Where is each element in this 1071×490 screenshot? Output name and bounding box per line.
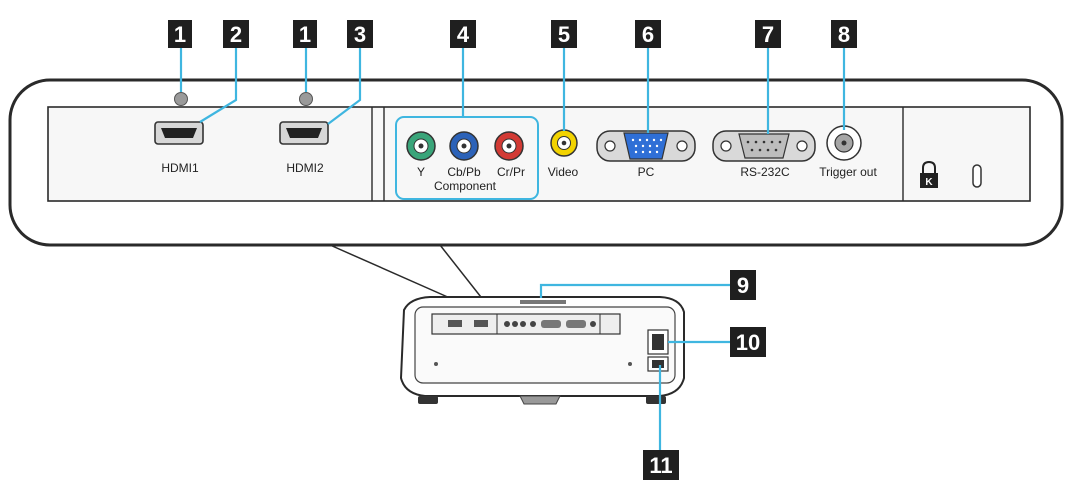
callout-2: 2 (223, 20, 249, 48)
kensington-lock-icon: K (920, 160, 938, 188)
svg-text:11: 11 (649, 453, 672, 478)
callout-6: 6 (635, 20, 661, 48)
component-crpr-label: Cr/Pr (497, 165, 525, 179)
hdmi1-label: HDMI1 (161, 161, 199, 175)
callout-10: 10 (730, 327, 766, 357)
pc-vga-port (596, 130, 696, 162)
component-label: Component (434, 179, 497, 193)
svg-text:10: 10 (736, 330, 760, 355)
callout-11: 11 (643, 450, 679, 480)
svg-text:8: 8 (838, 22, 850, 47)
video-jack (550, 129, 578, 157)
hdmi1-indicator-led (174, 92, 188, 106)
component-cbpb-label: Cb/Pb (447, 165, 481, 179)
svg-text:6: 6 (642, 22, 654, 47)
callout-1b: 1 (293, 20, 317, 48)
svg-text:5: 5 (558, 22, 570, 47)
callout-9: 9 (730, 270, 756, 300)
svg-text:K: K (925, 177, 933, 188)
rs232c-label: RS-232C (740, 165, 790, 179)
trigger-out-label: Trigger out (819, 165, 877, 179)
svg-text:7: 7 (762, 22, 774, 47)
hdmi2-indicator-led (299, 92, 313, 106)
component-y-label: Y (417, 165, 425, 179)
svg-text:2: 2 (230, 22, 242, 47)
hdmi2-label: HDMI2 (286, 161, 324, 175)
component-group-outline (395, 116, 539, 200)
component-crpr-jack (494, 131, 524, 161)
trigger-out-jack (826, 125, 862, 161)
svg-text:4: 4 (457, 22, 470, 47)
zoom-guide-right (439, 244, 489, 307)
pc-label: PC (638, 165, 655, 179)
video-label: Video (548, 165, 579, 179)
component-y-jack (406, 131, 436, 161)
svg-text:1: 1 (174, 22, 186, 47)
svg-text:9: 9 (737, 273, 749, 298)
zoom-guide-left (329, 244, 469, 307)
rs232c-port (712, 130, 816, 162)
security-slot-icon (972, 164, 982, 188)
callout-1a: 1 (168, 20, 192, 48)
svg-text:1: 1 (299, 22, 311, 47)
component-cbpb-jack (449, 131, 479, 161)
hdmi2-port (279, 121, 329, 145)
callout-8: 8 (831, 20, 857, 48)
callout-3: 3 (347, 20, 373, 48)
callout-7: 7 (755, 20, 781, 48)
hdmi1-port (154, 121, 204, 145)
callout-4: 4 (450, 20, 476, 48)
callout-5: 5 (551, 20, 577, 48)
leader-lines (179, 48, 846, 450)
svg-text:3: 3 (354, 22, 366, 47)
projector-body (399, 296, 685, 405)
